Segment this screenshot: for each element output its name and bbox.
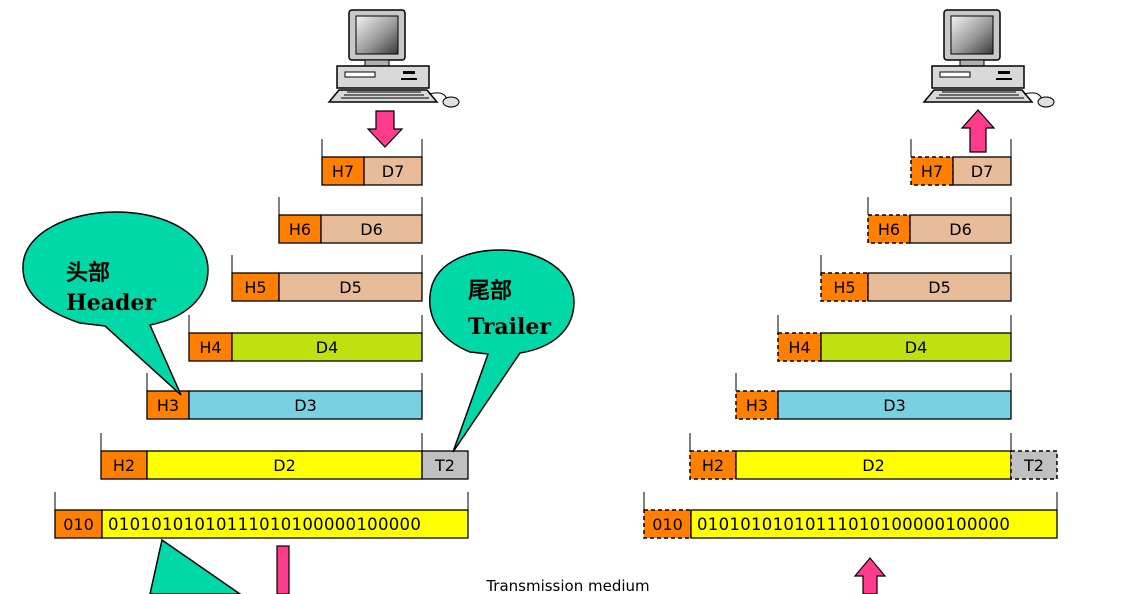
trailer-callout-line2: Trailer: [468, 314, 551, 340]
transmission-medium-caption: Transmission medium: [485, 577, 649, 594]
layer-d5-data-label: D5: [339, 278, 362, 297]
layer-h6-header: H6: [867, 214, 911, 244]
layer-d5-data-label: D5: [928, 278, 951, 297]
layer-h2-header-label: H2: [113, 456, 135, 475]
layer-d4-data: D4: [231, 332, 423, 362]
layer-h7-header: H7: [910, 156, 954, 186]
receiver-medium-arrow-icon: [853, 557, 887, 594]
down-arrow-icon: [366, 110, 404, 148]
layer-d7-data-label: D7: [971, 162, 994, 181]
layer-d3-data: D3: [777, 390, 1012, 420]
physical-header-label: 010: [652, 515, 683, 534]
trailer-callout: 尾部 Trailer: [429, 249, 575, 453]
layer-h7-header-label: H7: [332, 162, 354, 181]
physical-header: 010: [54, 509, 103, 539]
layer-d3-data: D3: [188, 390, 423, 420]
physical-header-label: 010: [63, 515, 94, 534]
layer-h7-header-label: H7: [921, 162, 943, 181]
layer-t2-trailer-label: T2: [434, 456, 455, 475]
layer-d5-data: D5: [867, 272, 1012, 302]
layer-d2-data-label: D2: [273, 456, 296, 475]
layer-h4-header: H4: [777, 332, 822, 362]
layer-d7-data: D7: [952, 156, 1012, 186]
layer-d3-data-label: D3: [883, 396, 906, 415]
layer-h6-header-label: H6: [289, 220, 311, 239]
layer-h3-header: H3: [146, 390, 190, 420]
layer-h3-header-label: H3: [157, 396, 179, 415]
physical-bits-label: 01010101010111010100000100000: [697, 515, 1010, 534]
layer-h4-header: H4: [188, 332, 233, 362]
sender-medium-arrow-icon: [276, 545, 290, 594]
layer-d6-data-label: D6: [949, 220, 972, 239]
layer-d7-data: D7: [363, 156, 423, 186]
layer-h3-header-label: H3: [746, 396, 768, 415]
layer-h2-header-label: H2: [702, 456, 724, 475]
layer-d6-data-label: D6: [360, 220, 383, 239]
layer-d4-data: D4: [820, 332, 1012, 362]
layer-d6-data: D6: [320, 214, 423, 244]
layer-h7-header: H7: [321, 156, 365, 186]
layer-d7-data-label: D7: [382, 162, 405, 181]
physical-bits-label: 01010101010111010100000100000: [108, 515, 421, 534]
sender-computer-icon: [327, 9, 460, 108]
layer-h5-header: H5: [231, 272, 280, 302]
layer-d2-data: D2: [735, 450, 1012, 480]
header-callout: 头部 Header: [22, 211, 209, 396]
layer-h3-header: H3: [735, 390, 779, 420]
layer-d3-data-label: D3: [294, 396, 317, 415]
layer-h6-header: H6: [278, 214, 322, 244]
bits-callout-fragment: [149, 538, 242, 594]
layer-t2-trailer: T2: [1010, 450, 1058, 480]
header-callout-line2: Header: [66, 290, 156, 316]
receiver-computer-icon: [922, 9, 1055, 108]
layer-h5-header-label: H5: [244, 278, 266, 297]
layer-h2-header: H2: [100, 450, 148, 480]
layer-h4-header-label: H4: [199, 338, 221, 357]
layer-d4-data-label: D4: [316, 338, 339, 357]
layer-d6-data: D6: [909, 214, 1012, 244]
layer-h4-header-label: H4: [788, 338, 810, 357]
physical-bits: 01010101010111010100000100000: [101, 509, 469, 539]
layer-d2-data: D2: [146, 450, 423, 480]
up-arrow-icon: [960, 109, 996, 153]
layer-h5-header-label: H5: [833, 278, 855, 297]
layer-h2-header: H2: [689, 450, 737, 480]
trailer-callout-line1: 尾部: [468, 278, 512, 304]
physical-bits: 01010101010111010100000100000: [690, 509, 1058, 539]
layer-t2-trailer: T2: [421, 450, 469, 480]
physical-header: 010: [643, 509, 692, 539]
layer-t2-trailer-label: T2: [1023, 456, 1044, 475]
layer-d2-data-label: D2: [862, 456, 885, 475]
layer-h6-header-label: H6: [878, 220, 900, 239]
layer-d4-data-label: D4: [905, 338, 928, 357]
layer-d5-data: D5: [278, 272, 423, 302]
layer-h5-header: H5: [820, 272, 869, 302]
header-callout-line1: 头部: [66, 260, 110, 286]
